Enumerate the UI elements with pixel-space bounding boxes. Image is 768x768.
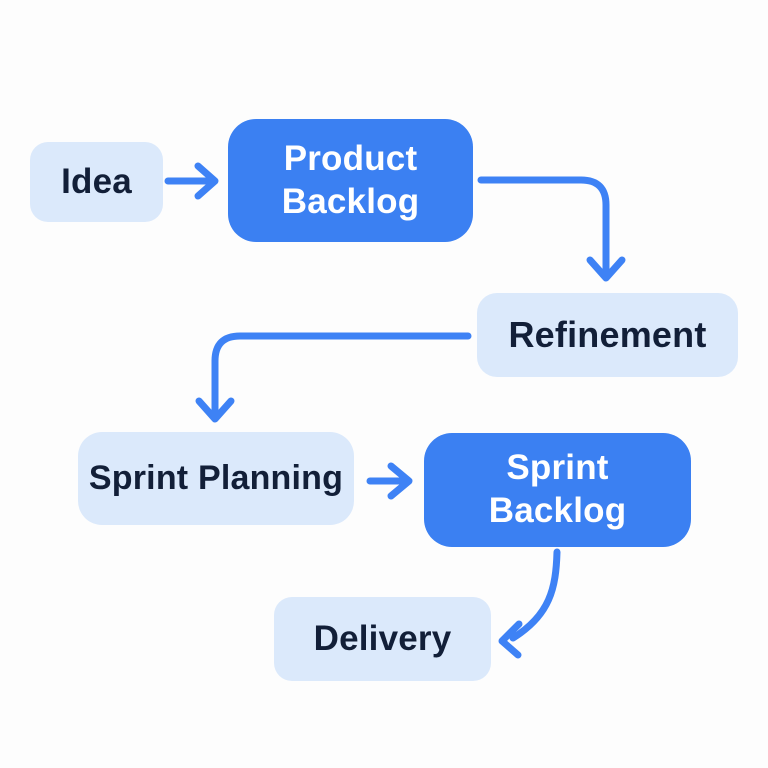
node-idea: Idea bbox=[30, 142, 163, 222]
arrowhead-icon bbox=[586, 256, 626, 282]
arrow-shaft bbox=[211, 332, 472, 421]
arrow-refinement-to-sprint-planning bbox=[195, 332, 472, 423]
node-idea-label: Idea bbox=[61, 162, 132, 201]
node-refinement-label: Refinement bbox=[508, 314, 707, 355]
arrow-sprint-backlog-to-delivery bbox=[498, 548, 561, 659]
arrow-shaft bbox=[509, 548, 561, 642]
arrowhead-icon bbox=[194, 162, 219, 200]
arrowhead-icon bbox=[498, 620, 523, 659]
node-product-backlog-label: Product Backlog bbox=[281, 138, 420, 221]
arrow-sprint-planning-to-sprint-backlog bbox=[366, 462, 413, 500]
arrow-product-backlog-to-refinement bbox=[477, 176, 626, 282]
node-refinement: Refinement bbox=[477, 293, 738, 377]
arrowhead-icon bbox=[387, 462, 413, 500]
arrow-idea-to-product-backlog bbox=[164, 162, 219, 200]
node-product-backlog: Product Backlog bbox=[228, 119, 473, 242]
arrowhead-icon bbox=[195, 397, 235, 423]
arrow-shaft bbox=[477, 176, 610, 280]
node-delivery-label: Delivery bbox=[313, 619, 452, 658]
node-sprint-planning-label: Sprint Planning bbox=[88, 459, 344, 497]
node-sprint-backlog: Sprint Backlog bbox=[424, 433, 691, 547]
node-delivery: Delivery bbox=[274, 597, 491, 681]
node-sprint-backlog-label: Sprint Backlog bbox=[488, 448, 627, 530]
node-sprint-planning: Sprint Planning bbox=[78, 432, 354, 525]
